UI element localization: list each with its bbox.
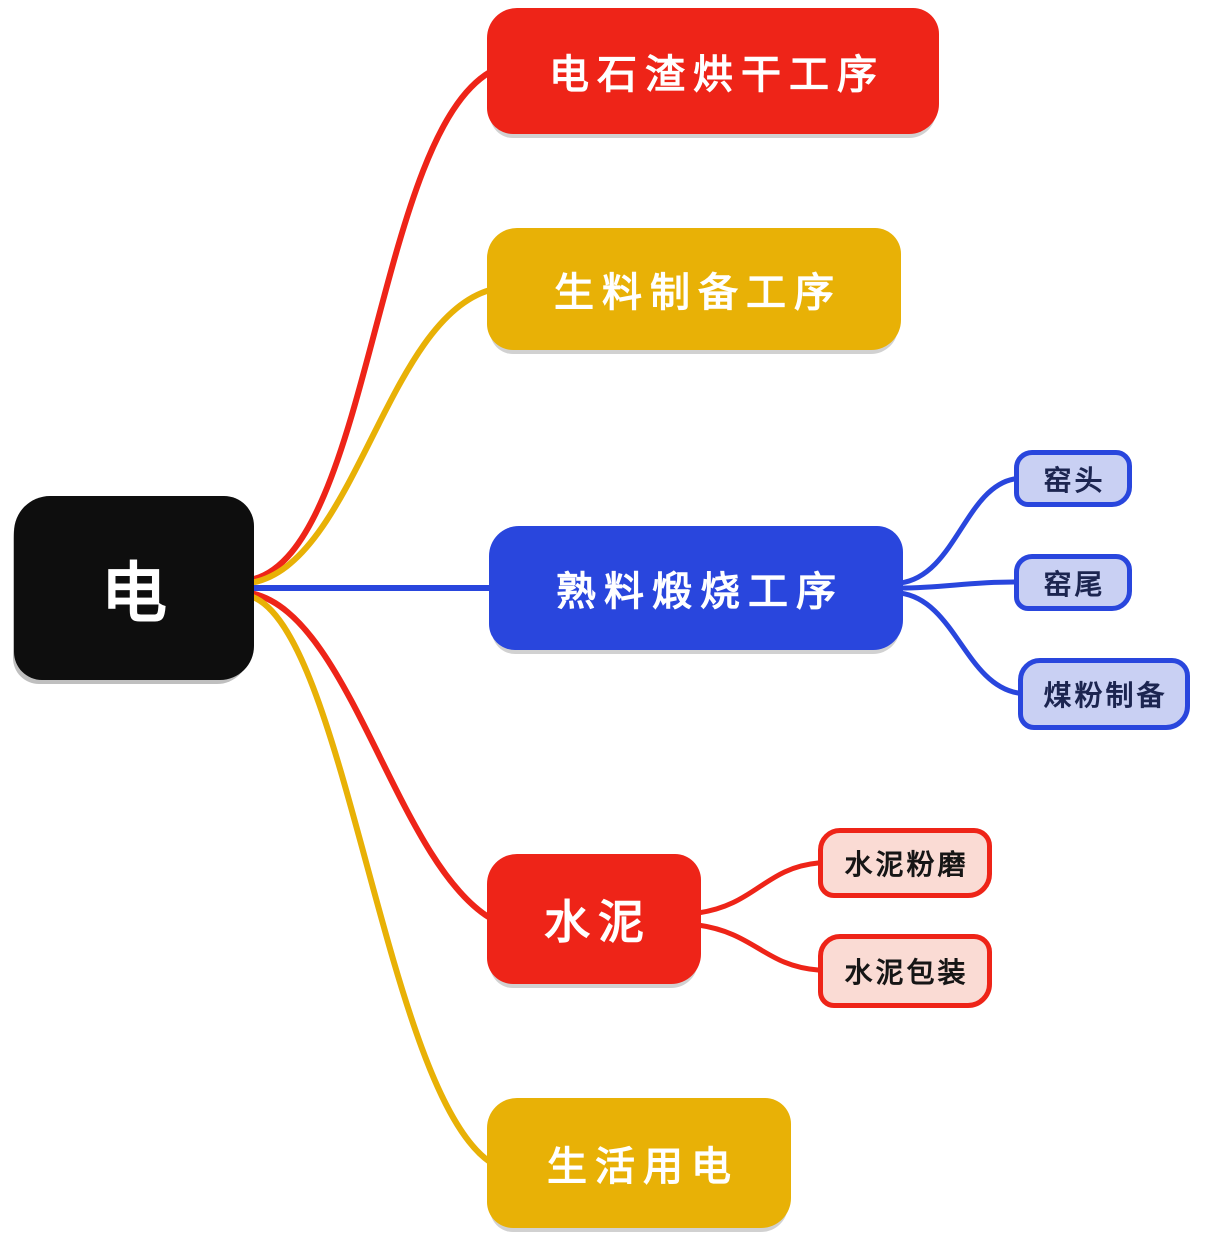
branch-label: 生料制备工序 [554, 271, 842, 315]
node-coal-powder-preparation[interactable]: 煤粉制备 [1018, 658, 1190, 730]
node-clinker-calcination[interactable]: 熟料煅烧工序 [489, 526, 903, 650]
node-cement[interactable]: 水泥 [487, 854, 701, 984]
link-cement-to-packing [695, 922, 821, 973]
subnode-label: 水泥粉磨 [844, 849, 969, 880]
node-kiln-tail[interactable]: 窑尾 [1014, 554, 1132, 611]
node-root-electricity[interactable]: 电 [14, 496, 254, 680]
node-cement-grinding[interactable]: 水泥粉磨 [818, 828, 992, 898]
node-kiln-head[interactable]: 窑头 [1014, 450, 1132, 507]
link-clinker-to-coalprep [897, 590, 1021, 696]
subnode-label: 窑头 [1043, 464, 1106, 496]
link-cement-to-grinding [695, 860, 821, 916]
node-cement-packing[interactable]: 水泥包装 [818, 934, 992, 1008]
link-clinker-to-kilntail [897, 579, 1017, 591]
node-raw-meal-preparation[interactable]: 生料制备工序 [487, 228, 901, 350]
link-root-to-living [247, 593, 493, 1165]
link-clinker-to-kilnhead [897, 476, 1017, 586]
branch-label: 生活用电 [547, 1145, 739, 1189]
subnode-label: 水泥包装 [844, 957, 969, 988]
branch-label: 电石渣烘干工序 [549, 53, 885, 97]
node-domestic-electricity[interactable]: 生活用电 [487, 1098, 791, 1228]
subnode-label: 窑尾 [1043, 568, 1106, 600]
root-label: 电 [101, 556, 167, 630]
branch-label: 熟料煅烧工序 [556, 570, 844, 614]
subnode-label: 煤粉制备 [1043, 680, 1168, 711]
link-root-to-cement [247, 590, 493, 921]
branch-label: 水泥 [544, 896, 652, 948]
link-root-to-drying [247, 69, 493, 583]
node-carbide-slag-drying[interactable]: 电石渣烘干工序 [487, 8, 939, 134]
link-root-to-rawmeal [247, 287, 493, 586]
